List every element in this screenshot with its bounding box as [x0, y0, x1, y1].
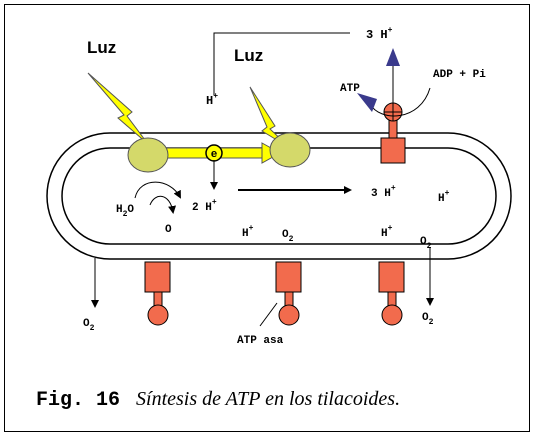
- h-plus-stroma-label: H+: [206, 92, 218, 108]
- water-label: H2O: [116, 204, 134, 219]
- figure-frame: [4, 4, 530, 432]
- two-h-plus-label: 2 H+: [192, 198, 217, 214]
- three-h-top-label: 3 H+: [366, 26, 393, 42]
- o2-outside-label: O2: [83, 318, 95, 333]
- atp-asa-label: ATP asa: [237, 335, 284, 347]
- figure-caption: Fig. 16 Síntesis de ATP en los tilacoides…: [36, 388, 400, 412]
- atp-arrow-icon: [357, 93, 377, 112]
- proton-path-line: [213, 32, 350, 95]
- atp-synthase-icon: [275, 261, 302, 326]
- o2-outside-label: O2: [422, 312, 434, 327]
- thylakoid-inner-membrane: [61, 147, 497, 245]
- h-plus-lumen-label: H+: [438, 189, 450, 205]
- atp-asa-pointer: [259, 302, 278, 327]
- caption-text: Síntesis de ATP en los tilacoides.: [136, 388, 401, 410]
- o2-lumen-label: O2: [420, 236, 432, 251]
- atp-synthase-icon: [144, 261, 171, 326]
- adp-pi-label: ADP + Pi: [433, 69, 486, 81]
- proton-out-arrow-icon: [386, 48, 400, 66]
- atp-label: ATP: [340, 83, 360, 95]
- o-lumen-label: O: [165, 224, 172, 236]
- water-split-arrow-2: [149, 195, 177, 214]
- luz-left-label: Luz: [87, 38, 116, 57]
- thylakoid-outer-membrane: [46, 132, 512, 260]
- atp-synthase-icon: [380, 102, 406, 164]
- photosystem-i: [269, 132, 311, 168]
- o2-lumen-label: O2: [282, 229, 294, 244]
- three-h-lumen-label: 3 H+: [371, 184, 396, 200]
- water-split-arrow-1: [134, 181, 181, 199]
- luz-right-label: Luz: [234, 46, 263, 65]
- adp-to-atp-arrow: [369, 87, 431, 117]
- electron-label: e: [211, 149, 218, 161]
- h-plus-lumen-label: H+: [381, 224, 393, 240]
- h-plus-lumen-label: H+: [242, 224, 254, 240]
- atp-synthase-icon: [378, 261, 405, 326]
- figure-number: Fig. 16: [36, 389, 121, 412]
- photosystem-ii: [127, 137, 169, 173]
